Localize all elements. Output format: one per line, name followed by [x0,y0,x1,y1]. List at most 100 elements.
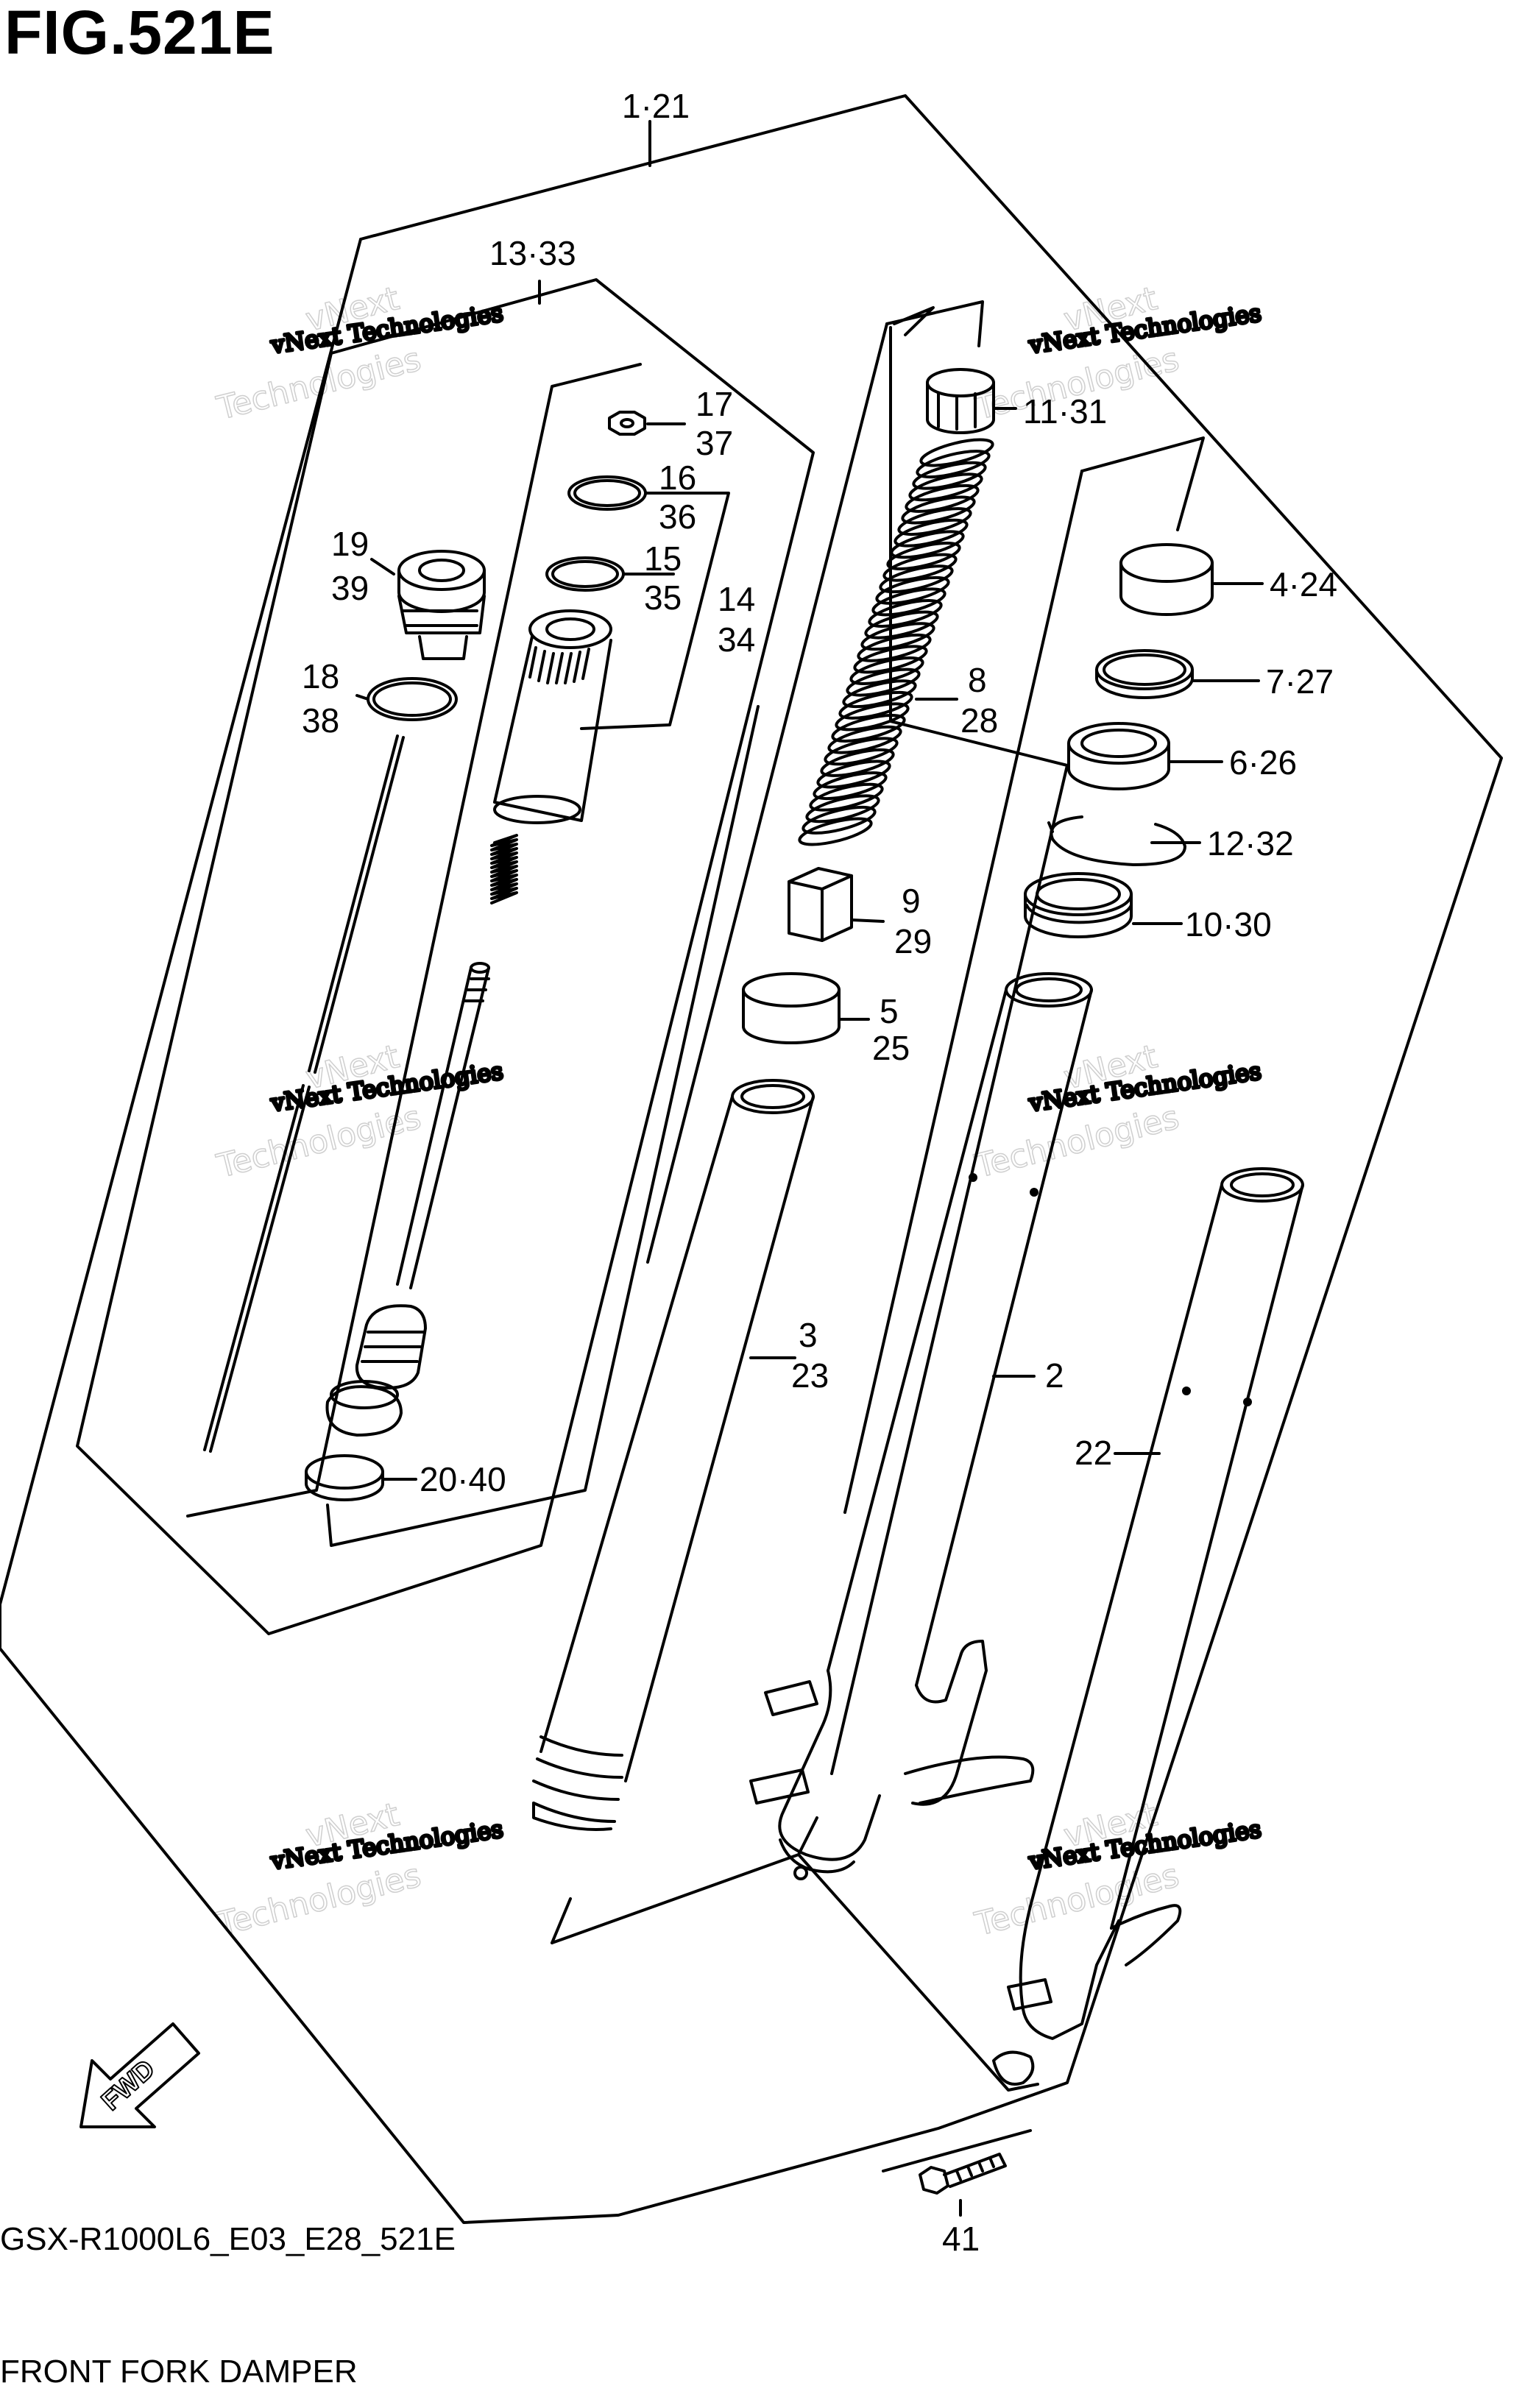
model-code: GSX-R1000L6_E03_E28_521E [0,2221,456,2257]
watermark-top-left: vNext Technologies Technologies vNext [213,279,506,428]
spring-coil [827,725,902,754]
spring-coil [860,622,935,651]
spring-coil [886,542,961,570]
outline-spring-box [885,300,984,347]
label-9: 9 [902,882,921,920]
spring-coil [838,690,913,720]
spring-coil [816,759,891,789]
figure-caption: FRONT FORK DAMPER [0,2354,358,2390]
label-23: 23 [791,1356,829,1395]
spring-coil [824,737,899,766]
outline-right-box-side [843,470,1083,1514]
part-long-rod [203,734,405,1453]
part-20-40-ring [305,1454,417,1501]
svg-text:Technologies: Technologies [213,1099,425,1186]
part-8-28-spring [798,438,994,846]
bracket-14-34 [580,492,730,730]
spring-coil [905,484,980,513]
outline-tube3-box [551,1897,572,1944]
label-4-24: 4·24 [1270,565,1337,603]
spring-coil [853,645,928,674]
part-labels: 1·21 13·33 17 37 16 36 15 35 14 34 19 39… [302,87,1337,2258]
outline-spring-box-side [646,322,888,1264]
spring-coil [835,702,910,732]
label-35: 35 [644,578,682,617]
outline-cylinder-box [830,326,1069,1775]
part-12-32-circlip [1047,815,1201,866]
part-7-27-seal [1095,649,1260,699]
label-41: 41 [942,2220,980,2258]
label-37: 37 [696,424,733,462]
part-10-30-dust-seal [1024,872,1183,938]
spring-coil [831,714,906,743]
part-4-24-bushing [1119,543,1264,616]
label-19: 19 [331,525,369,563]
part-5-25-collar [742,972,870,1044]
label-29: 29 [894,922,932,960]
svg-text:Technologies: Technologies [971,1099,1183,1186]
part-16-36-o-ring [567,475,675,511]
spring-coil [871,587,947,617]
label-17: 17 [696,385,733,423]
spring-coil [857,633,932,662]
spring-coil [846,667,921,697]
part-2-outer-tube [749,972,1093,1880]
outline-inner-damper [186,363,642,1518]
part-14-34-cylinder [493,609,612,824]
watermark-mid-left: vNext Technologies Technologies vNext [213,1037,506,1186]
label-14: 14 [718,580,755,618]
spring-coil [842,679,917,709]
figure-title: FIG.521E [4,0,275,67]
label-39: 39 [331,569,369,607]
outline-inner-damper-bottom [326,705,760,1547]
outline-bolt-box [882,2129,1032,2172]
outline-assembly-1-21 [0,94,1503,2224]
outline-tube3-box-bottom [551,1816,818,1944]
spring-coil [882,553,958,582]
label-11-31: 11·31 [1023,392,1107,431]
spring-coil [916,450,991,479]
part-22-outer-tube [992,1167,1304,2086]
svg-text:Technologies: Technologies [213,341,425,428]
part-15-35-o-ring [545,556,675,592]
part-3-23-inner-tube [532,1079,815,1831]
label-13-33: 13·33 [489,234,576,272]
part-6-26-oil-seal [1067,722,1223,790]
label-16: 16 [659,458,696,497]
label-18: 18 [302,657,339,695]
spring-coil [813,771,888,801]
label-2: 2 [1045,1356,1064,1395]
label-1-21: 1·21 [622,87,690,125]
part-9-29-spacer [788,867,885,942]
part-11-31-collar [926,368,1017,434]
label-5: 5 [880,992,899,1030]
label-28: 28 [960,701,998,740]
part-damper-rod [325,962,490,1437]
label-25: 25 [872,1029,910,1067]
watermark-mid-right: vNext Technologies Technologies vNext [971,1037,1264,1186]
svg-text:Technologies: Technologies [971,1857,1183,1944]
spring-coil [820,748,895,777]
watermark-top-right: vNext Technologies Technologies vNext [971,279,1264,428]
label-6-26: 6·26 [1229,743,1297,782]
outline-assembly-13-33 [76,278,815,1635]
label-22: 22 [1075,1434,1112,1472]
part-41-bolt [919,2153,1007,2217]
svg-text:Technologies: Technologies [213,1857,425,1944]
part-17-37-nut [608,411,686,436]
spring-coil [901,495,976,525]
spring-coil [805,794,880,824]
label-20-40: 20·40 [420,1460,506,1498]
part-18-38-o-ring [355,677,458,721]
spring-coil [894,518,969,548]
spring-coil [809,782,884,812]
label-34: 34 [718,620,755,659]
label-15: 15 [644,539,682,578]
label-12-32: 12·32 [1207,824,1294,863]
spring-coil [897,507,972,537]
spring-coil [864,610,939,640]
spring-coil [919,438,994,467]
watermark-bottom-left: vNext Technologies Technologies vNext [213,1795,506,1944]
outline-right-box [1080,436,1205,531]
